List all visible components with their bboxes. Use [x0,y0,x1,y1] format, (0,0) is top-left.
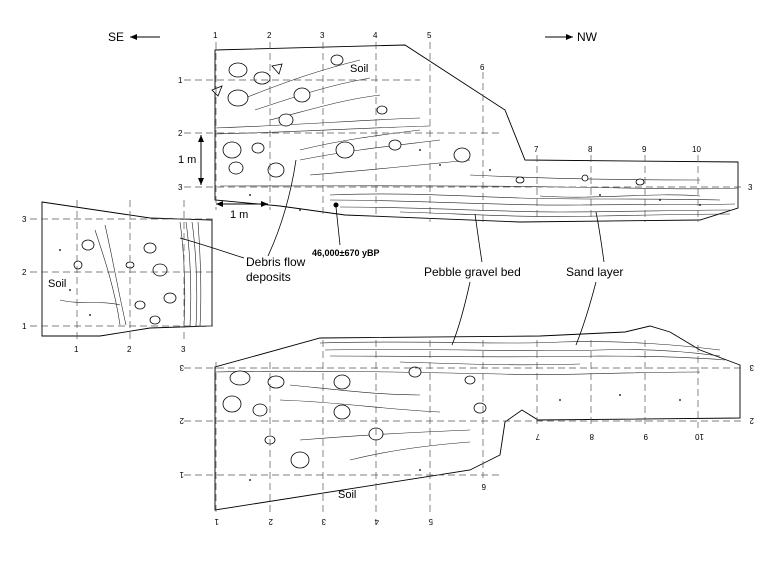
left-row-2: 2 [22,268,27,277]
date-sample: 46,000±670 yBP [312,202,380,258]
top-col-6: 6 [480,63,485,72]
bottom-col-5: 5 [428,517,433,526]
top-col-5: 5 [427,31,432,40]
top-row-3: 3 [178,183,183,192]
top-row-2: 2 [178,129,183,138]
direction-nw: NW [545,30,598,44]
scale-arrow-left-icon [216,201,223,207]
bottom-col-9: 9 [643,432,648,441]
top-col-3: 3 [320,31,325,40]
scale-arrow-up-icon [198,135,204,142]
bottom-row-3: 3 [179,363,184,372]
top-col-4: 4 [373,31,378,40]
bottom-col-6: 6 [481,482,486,491]
horizontal-scale-label: 1 m [230,209,248,221]
top-grid [184,42,745,222]
direction-se: SE [108,30,160,44]
top-profile: 1 2 3 4 5 6 7 8 9 10 1 2 3 3 Soil [178,31,753,223]
scale-arrow-right-icon [261,201,268,207]
scale-arrow-down-icon [198,178,204,185]
soil-label-bottom: Soil [338,489,356,501]
bottom-row-2: 2 [179,416,184,425]
direction-se-label: SE [108,30,124,44]
top-profile-outline [214,44,739,223]
left-col-3: 3 [181,345,186,354]
sample-point-icon [333,202,339,208]
left-row-3: 3 [22,215,27,224]
left-profile: 1 2 3 3 2 1 Soil [22,200,215,354]
bottom-col-10: 10 [695,432,704,441]
top-col-2: 2 [267,31,272,40]
top-col-9: 9 [642,145,647,154]
bottom-row-3-right: 3 [749,363,754,372]
bottom-row-2-right: 2 [749,416,754,425]
bottom-col-7: 7 [535,432,540,441]
bottom-col-2: 2 [268,517,273,526]
left-grid [30,200,215,340]
annotation-pebble-gravel: Pebble gravel bed [424,213,521,346]
top-row-3-right: 3 [748,183,753,192]
debris-label-line1: Debris flow [246,255,306,269]
left-profile-outline [41,201,213,337]
bottom-col-3: 3 [321,517,326,526]
annotation-debris-flow: Debris flow deposits [179,159,306,284]
soil-label-top: Soil [350,63,368,75]
direction-nw-label: NW [577,30,598,44]
top-col-8: 8 [588,145,593,154]
bottom-col-1: 1 [214,517,219,526]
left-row-1: 1 [22,322,27,331]
top-col-1: 1 [213,31,218,40]
arrowhead-right-icon [566,34,573,40]
pebble-label: Pebble gravel bed [424,265,521,279]
top-row-1: 1 [178,76,183,85]
bottom-col-8: 8 [589,432,594,441]
sand-label: Sand layer [566,265,623,279]
bottom-profile-outline [214,325,741,511]
left-col-1: 1 [74,345,79,354]
arrowhead-left-icon [130,34,137,40]
debris-label-line2: deposits [246,270,291,284]
bottom-grid [184,340,745,512]
left-col-2: 2 [127,345,132,354]
bottom-profile: 1 2 3 4 5 6 7 8 9 10 3 2 1 3 2 Soil [179,325,754,526]
bottom-row-1: 1 [179,470,184,479]
vertical-scale-label: 1 m [178,154,196,166]
bottom-col-4: 4 [374,517,379,526]
soil-label-left: Soil [48,278,66,290]
top-col-10: 10 [692,145,701,154]
annotation-sand-layer: Sand layer [566,211,623,346]
date-label: 46,000±670 yBP [312,248,380,258]
scale-bars: 1 m 1 m [178,135,268,221]
top-col-7: 7 [534,145,539,154]
